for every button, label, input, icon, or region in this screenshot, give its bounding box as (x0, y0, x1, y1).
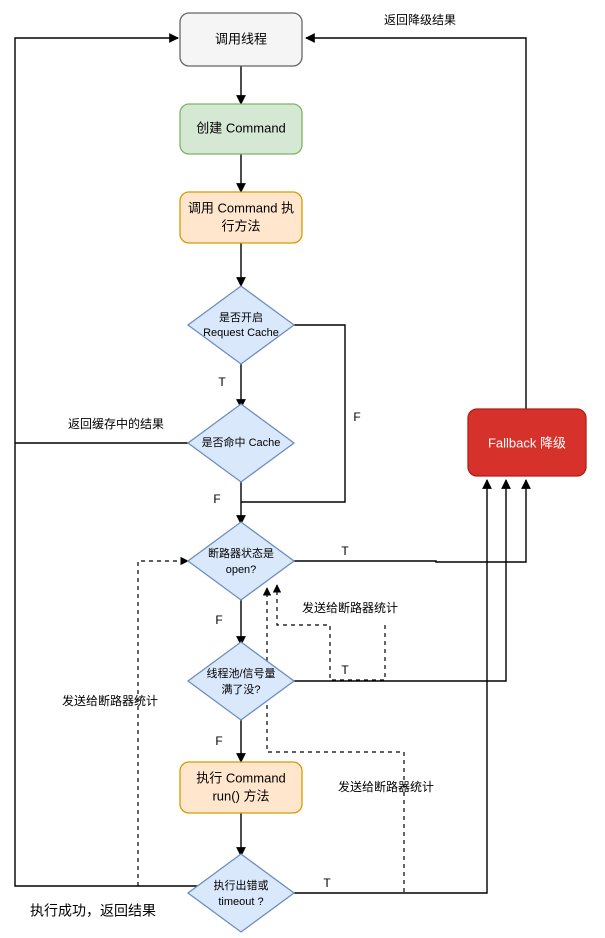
flag-pool-full-false: F (215, 734, 222, 748)
flag-pool-full-true: T (341, 663, 349, 677)
pool-full-label-line1: 线程池/信号量 (206, 666, 275, 680)
edge-request-cache-false-to-circuit (241, 324, 346, 503)
node-circuit-open[interactable]: 断路器状态是 open? (186, 521, 296, 601)
create-command-label: 创建 Command (196, 120, 286, 135)
request-cache-label-line1: 是否开启 (219, 311, 263, 324)
request-cache-shape[interactable] (186, 285, 296, 365)
invoke-command-label-line1: 调用 Command 执 (188, 200, 294, 215)
node-fallback[interactable]: Fallback 降级 (467, 408, 587, 477)
cache-hit-shape[interactable] (186, 403, 296, 483)
node-calling-thread[interactable]: 调用线程 (179, 12, 303, 67)
flag-request-cache-true: T (218, 375, 226, 389)
edge-error-timeout-true-to-fallback (294, 479, 492, 894)
node-create-command[interactable]: 创建 Command (179, 103, 303, 155)
edge-circuit-true-to-fallback (294, 479, 531, 563)
flag-request-cache-false: F (353, 410, 360, 424)
edge-label-return-cached-result: 返回缓存中的结果 (68, 416, 164, 431)
node-request-cache-enabled[interactable]: 是否开启 Request Cache (186, 285, 296, 365)
invoke-command-shape[interactable] (179, 191, 303, 244)
edge-label-return-fallback-result: 返回降级结果 (384, 13, 456, 27)
edge-label-success-return-result: 执行成功，返回结果 (30, 903, 156, 919)
node-run-command[interactable]: 执行 Command run() 方法 (179, 761, 303, 814)
run-command-label-line2: run() 方法 (212, 788, 269, 803)
error-or-timeout-label-line1: 执行出错或 (214, 878, 269, 892)
edge-left-bus-to-calling-thread (14, 33, 179, 443)
edge-metrics-left-bus-to-circuit (137, 556, 189, 886)
calling-thread-label: 调用线程 (215, 31, 267, 46)
error-or-timeout-label-line2: timeout ? (218, 896, 263, 908)
pool-full-label-line2: 满了没? (221, 683, 260, 696)
fallback-label: Fallback 降级 (488, 435, 566, 450)
run-command-label-line1: 执行 Command (196, 770, 286, 785)
edge-label-send-metrics-2: 发送给断路器统计 (62, 693, 158, 708)
calling-thread-shape[interactable] (179, 12, 303, 67)
fallback-shape[interactable] (467, 408, 587, 477)
flag-circuit-false: F (215, 613, 222, 627)
node-invoke-command[interactable]: 调用 Command 执 行方法 (179, 191, 303, 244)
create-command-shape[interactable] (179, 103, 303, 155)
node-cache-hit[interactable]: 是否命中 Cache (186, 403, 296, 483)
flag-error-timeout-true: T (323, 876, 331, 890)
edge-label-send-metrics-3: 发送给断路器统计 (338, 779, 434, 794)
edge-fallback-return-degraded-result (305, 33, 527, 409)
circuit-open-shape[interactable] (186, 521, 296, 601)
request-cache-label-line2: Request Cache (203, 327, 279, 339)
node-pool-full[interactable]: 线程池/信号量 满了没? (186, 641, 296, 721)
circuit-open-label-line2: open? (226, 564, 257, 576)
cache-hit-label: 是否命中 Cache (202, 435, 281, 449)
flag-cache-hit-false: F (213, 492, 220, 506)
edge-metrics-pool-full-to-circuit (272, 584, 386, 681)
circuit-open-label-line1: 断路器状态是 (208, 546, 274, 560)
pool-full-shape[interactable] (186, 641, 296, 721)
error-or-timeout-shape[interactable] (186, 853, 296, 933)
edge-metrics-run-to-circuit (262, 587, 405, 892)
invoke-command-label-line2: 行方法 (221, 218, 260, 233)
edge-label-send-metrics-1: 发送给断路器统计 (302, 600, 398, 615)
node-error-or-timeout[interactable]: 执行出错或 timeout ? (186, 853, 296, 933)
edge-pool-full-true-to-fallback (294, 479, 511, 682)
run-command-shape[interactable] (179, 761, 303, 814)
flag-circuit-true: T (341, 544, 349, 558)
